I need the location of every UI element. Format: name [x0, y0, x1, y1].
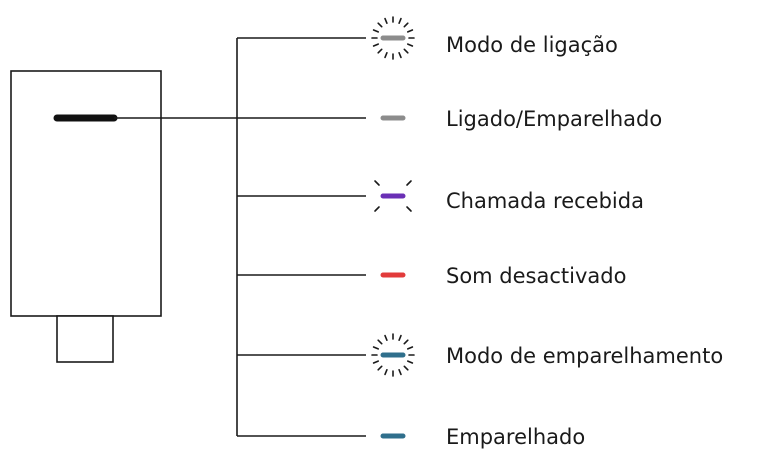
- pulsing-ring-tick-4-3: [398, 368, 402, 376]
- legend-label-2: Chamada recebida: [446, 189, 644, 213]
- pulsing-ring-tick-4-13: [398, 334, 402, 342]
- pulsing-ring-tick-0-1: [406, 43, 414, 47]
- pulsing-ring-tick-0-15: [406, 29, 414, 33]
- pulsing-ring-tick-0-9: [372, 29, 380, 33]
- pulsing-ring-tick-4-7: [372, 360, 380, 364]
- pulsing-ring-tick-0-6: [377, 48, 383, 54]
- blink-tick-2-0: [374, 180, 380, 186]
- pulsing-ring-tick-0-11: [384, 17, 388, 25]
- blink-tick-2-3: [406, 206, 412, 212]
- legend-label-0: Modo de ligação: [446, 33, 618, 57]
- pulsing-ring-tick-4-11: [384, 334, 388, 342]
- pulsing-ring-tick-0-5: [384, 51, 388, 59]
- pulsing-ring-tick-4-6: [377, 365, 383, 371]
- pulsing-ring-tick-0-3: [398, 51, 402, 59]
- pulsing-ring-tick-0-14: [403, 22, 409, 28]
- pulsing-ring-tick-4-15: [406, 346, 414, 350]
- pulsing-ring-tick-4-5: [384, 368, 388, 376]
- pulsing-ring-tick-4-9: [372, 346, 380, 350]
- legend-label-1: Ligado/Emparelhado: [446, 107, 663, 131]
- device-body: [10, 70, 162, 317]
- device-connector: [56, 315, 114, 363]
- pulsing-ring-tick-4-14: [403, 339, 409, 345]
- pulsing-ring-tick-4-1: [406, 360, 414, 364]
- pulsing-ring-tick-4-10: [377, 339, 383, 345]
- blink-tick-2-2: [374, 206, 380, 212]
- pulsing-ring-tick-0-10: [377, 22, 383, 28]
- blink-tick-2-1: [406, 180, 412, 186]
- legend-label-4: Modo de emparelhamento: [446, 344, 724, 368]
- legend-label-3: Som desactivado: [446, 264, 627, 288]
- legend-label-5: Emparelhado: [446, 425, 586, 449]
- pulsing-ring-tick-4-2: [403, 365, 409, 371]
- pulsing-ring-tick-0-2: [403, 48, 409, 54]
- pulsing-ring-tick-0-7: [372, 43, 380, 47]
- pulsing-ring-tick-0-13: [398, 17, 402, 25]
